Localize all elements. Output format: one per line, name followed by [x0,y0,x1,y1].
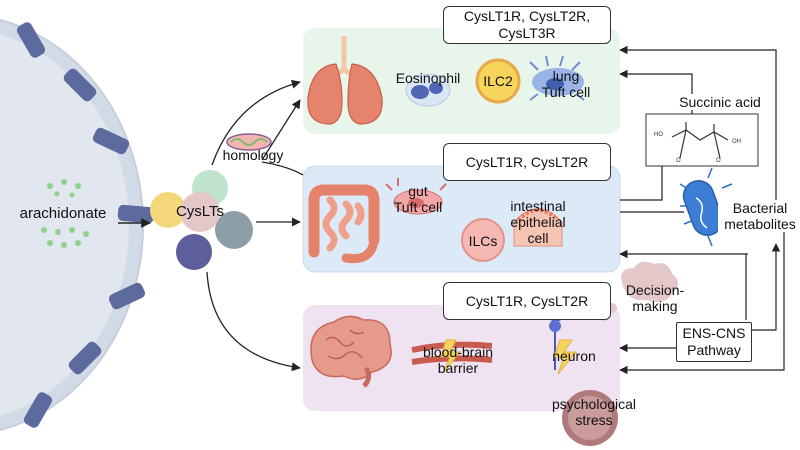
cell-shape [0,19,155,431]
bacterial-line1: Bacterial [732,200,788,216]
svg-text:HO: HO [654,132,663,138]
ilcs-label: ILCs [468,233,498,249]
intestines-icon [308,184,380,264]
arachidonate-molecules [41,179,89,248]
bacterial-metabolites-label: Bacterial metabolites [718,200,800,232]
bbb-line1: blood-brain [422,344,494,360]
succinic-acid-structure: HO OH O O [645,113,759,167]
bbb-line2: barrier [437,360,479,376]
lungs-icon [307,36,383,125]
arachidonate-label: arachidonate [19,205,107,222]
epithelial-line1: intestinal [510,198,566,214]
lung-tuft-label: lung Tuft cell [526,68,606,100]
gut-tuft-line1: gut [408,183,428,199]
homology-protein-icon [226,133,272,151]
svg-text:O: O [716,158,721,164]
arrow-hub-to-lung [211,79,301,166]
lung-tuft-line2: Tuft cell [541,84,591,100]
ilc2-cell-icon [475,58,521,104]
homology-label: homology [222,147,284,163]
svg-text:OH: OH [732,139,741,145]
succinic-acid-label: Succinic acid [670,94,770,110]
bbb-label: blood-brain barrier [414,344,502,376]
ilcs-cell-icon [461,218,505,262]
lung-tuft-line1: lung [552,68,580,84]
lung-tuft-cell-icon [529,55,585,101]
bacterium-icon [679,167,733,247]
intestinal-epithelial-cell-icon [513,208,563,247]
bacterial-line2: metabolites [724,216,796,232]
decision-line1: Decision- [625,282,685,298]
lung-receptors-box: CysLT1R, CysLT2R, CysLT3R [443,6,611,44]
lung-receptors-line2: CysLT3R [498,25,556,41]
gut-tuft-label: gut Tuft cell [380,183,456,215]
ens-cns-line2: Pathway [687,342,741,358]
eosinophil-icon [405,73,451,107]
epithelial-line3: cell [527,230,549,246]
ens-cns-line1: ENS-CNS [682,325,746,341]
cyslts-label: CysLTs [175,203,225,220]
stress-line1: psychological [551,396,637,412]
arrow-homology-to-lung [261,99,301,161]
lung-receptors-line1: CysLT1R, CysLT2R, [463,8,591,24]
svg-text:O: O [676,158,681,164]
blood-brain-barrier-icon [411,339,493,373]
arrow-hub-to-brain [206,271,301,372]
epithelial-line2: epithelial [510,214,566,230]
gut-tuft-cell-icon [385,178,447,215]
stress-icon [562,390,618,446]
epithelial-cell-label: intestinal epithelial cell [504,198,572,246]
ilc2-label: ILC2 [483,73,513,89]
gut-receptors-box: CysLT1R, CysLT2R [443,143,611,181]
decision-line2: making [632,298,678,314]
stress-line2: stress [575,412,613,428]
ens-cns-pathway-box: ENS-CNS Pathway [676,322,752,362]
eosinophil-label: Eosinophil [395,70,461,86]
brain-receptors-box: CysLT1R, CysLT2R [443,282,611,320]
cyslt-circles [150,170,253,270]
gut-tuft-line2: Tuft cell [393,199,443,215]
stress-label: psychological stress [540,396,648,428]
decision-making-label: Decision- making [616,282,694,314]
neuron-label: neuron [552,348,596,364]
brain-icon [310,315,392,388]
